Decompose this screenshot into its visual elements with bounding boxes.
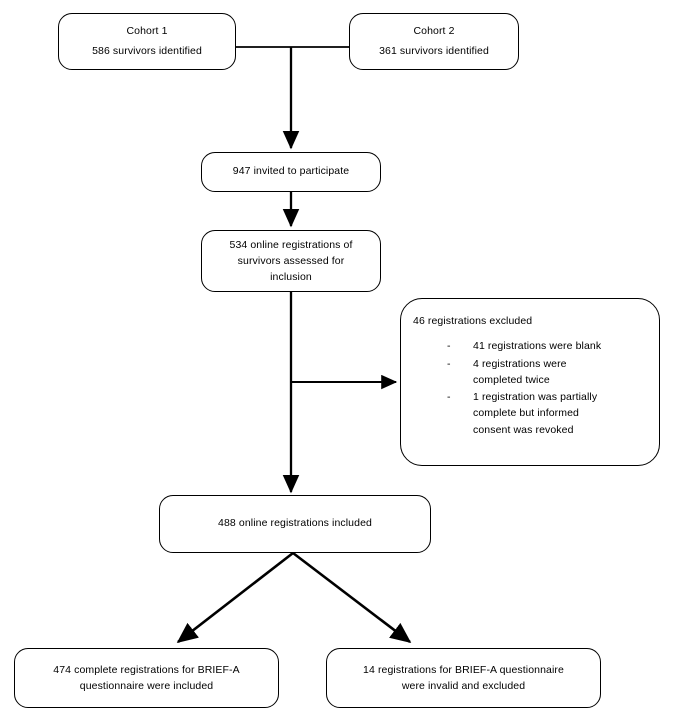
node-briefa-excluded: 14 registrations for BRIEF-A questionnai… (326, 648, 601, 708)
node-briefa-excluded-line-1: 14 registrations for BRIEF-A questionnai… (363, 663, 564, 676)
edge-included-to-briefa-included (176, 551, 294, 644)
node-briefa-included: 474 complete registrations for BRIEF-A q… (14, 648, 279, 708)
bullet-dash-icon: - (447, 391, 451, 404)
excluded-heading: 46 registrations excluded (413, 315, 533, 327)
excluded-reason-item: - 1 registration was partially complete … (413, 389, 647, 438)
edge-included-to-briefa-excluded (292, 551, 412, 644)
excluded-reason-text-cont: completed twice (473, 373, 550, 386)
node-assessed-line-2: survivors assessed for (237, 254, 345, 267)
bullet-dash-icon: - (447, 357, 451, 370)
node-cohort-2: Cohort 2 361 survivors identified (349, 13, 519, 70)
node-registrations-excluded: 46 registrations excluded - 41 registrat… (400, 298, 660, 466)
node-briefa-included-line-1: 474 complete registrations for BRIEF-A (53, 663, 240, 676)
excluded-reason-text: 4 registrations were (473, 357, 567, 370)
node-briefa-excluded-line-2: were invalid and excluded (401, 680, 526, 692)
bullet-dash-icon: - (447, 340, 451, 353)
node-assessed-for-inclusion: 534 online registrations of survivors as… (201, 230, 381, 292)
node-invited-to-participate: 947 invited to participate (201, 152, 381, 192)
node-cohort-1-line-1: Cohort 1 (126, 24, 168, 37)
node-cohort-2-line-1: Cohort 2 (413, 24, 455, 37)
node-cohort-2-line-2: 361 survivors identified (379, 44, 489, 57)
node-invited-line-1: 947 invited to participate (232, 165, 350, 178)
excluded-reason-item: - 4 registrations were completed twice (413, 356, 647, 389)
node-cohort-1: Cohort 1 586 survivors identified (58, 13, 236, 70)
node-registrations-included: 488 online registrations included (159, 495, 431, 553)
node-cohort-1-line-2: 586 survivors identified (92, 44, 202, 57)
node-briefa-included-line-2: questionnaire were included (79, 680, 214, 692)
node-assessed-line-3: inclusion (270, 271, 312, 284)
node-included-line-1: 488 online registrations included (218, 517, 372, 530)
excluded-reason-text: 1 registration was partially (473, 391, 598, 404)
excluded-reason-text: 41 registrations were blank (473, 340, 602, 353)
excluded-reason-text-cont: complete but informed (473, 407, 579, 420)
excluded-reason-text-cont-2: consent was revoked (473, 423, 574, 436)
excluded-reason-item: - 41 registrations were blank (413, 338, 647, 354)
excluded-reason-list: - 41 registrations were blank - 4 regist… (413, 338, 647, 438)
node-assessed-line-1: 534 online registrations of (229, 238, 353, 251)
